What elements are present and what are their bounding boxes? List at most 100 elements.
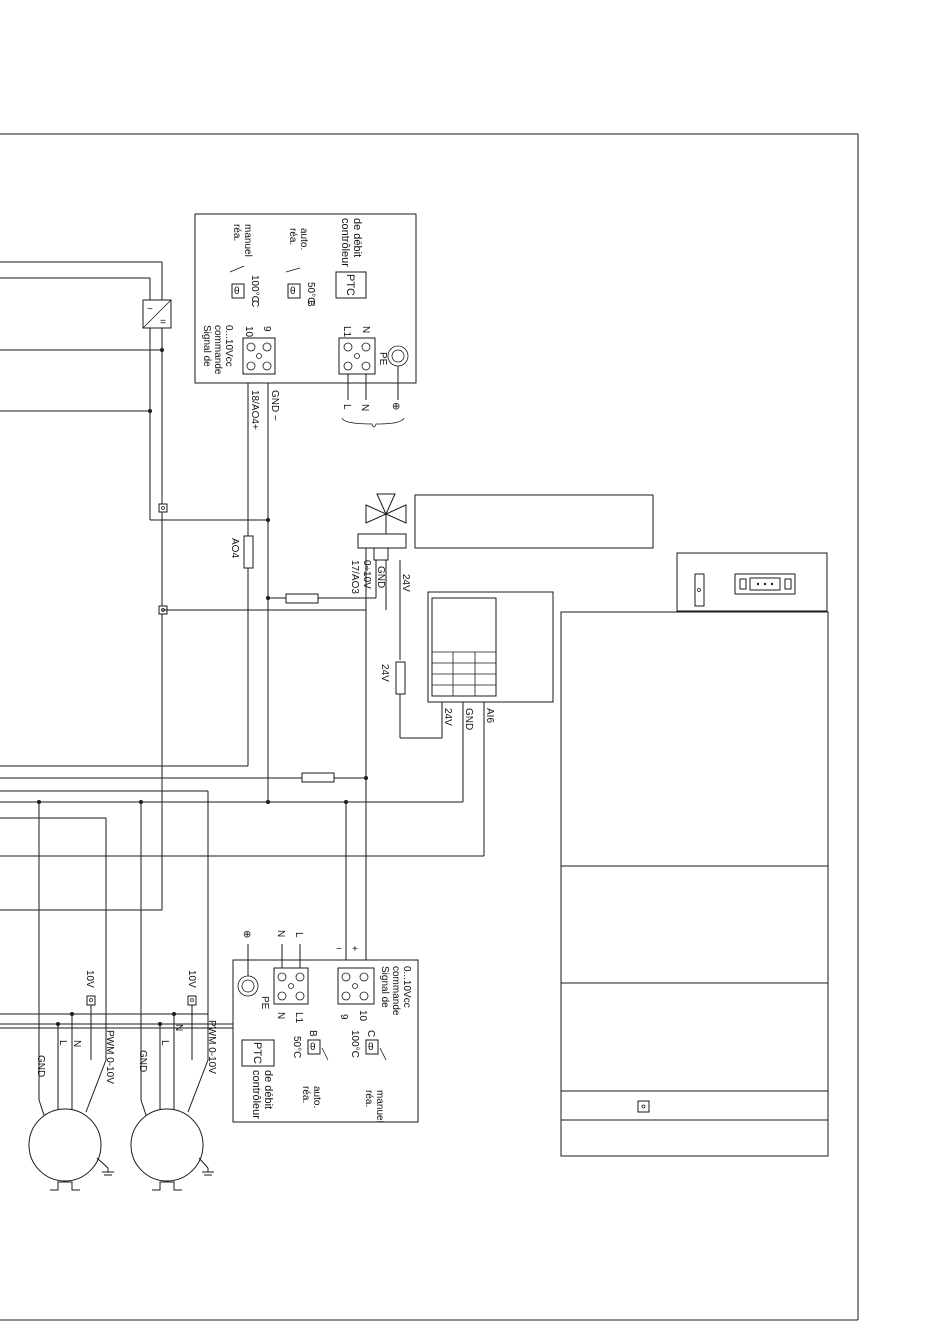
temp-auto-top: 50°C bbox=[305, 282, 316, 304]
v24-fuse-label: 24V bbox=[379, 664, 390, 682]
terminal-n-bottom: N bbox=[275, 1012, 286, 1019]
fuse-horizontal-2 bbox=[301, 772, 335, 783]
module-ai6-label: AI6 bbox=[484, 708, 495, 723]
sig-minus-label-top: GND − bbox=[269, 390, 280, 421]
wire-pe-top: ⊕ bbox=[390, 402, 401, 410]
flow-controller-bottom: ⊕ N L PE N L1 − + 9 10 Signal de command… bbox=[232, 930, 419, 1123]
fan1-n-label: N bbox=[71, 1040, 82, 1047]
auto-reset-label-top-2: auto. bbox=[298, 228, 309, 250]
terminal-n-top: N bbox=[360, 326, 371, 333]
v24-valve-label: 24V bbox=[400, 574, 411, 592]
signal-label-bottom-2: commande bbox=[390, 966, 401, 1016]
fan2-10v-label: 10V bbox=[186, 970, 197, 988]
fan2-l-label: L bbox=[159, 1040, 170, 1046]
manual-reset-label-top-2: manuel bbox=[242, 224, 253, 257]
sig-minus-bottom: − bbox=[336, 944, 342, 955]
fan-1: 10V GND L N PWM 0-10V bbox=[28, 970, 115, 1191]
three-way-valve bbox=[357, 493, 407, 561]
contact-manual-bottom: C bbox=[365, 1030, 376, 1037]
terminal-l1-top: L1 bbox=[341, 326, 352, 338]
manual-reset-label-bottom-2: manuel bbox=[374, 1090, 385, 1123]
wire-n-top: N bbox=[359, 404, 370, 411]
auto-reset-label-bottom-1: réa. bbox=[300, 1086, 311, 1103]
wire-l-top: L bbox=[341, 404, 352, 410]
thermostat-manual-top bbox=[231, 283, 245, 299]
fan-motor-2 bbox=[130, 1108, 204, 1182]
fan-2: 10V GND L N PWM 0-10V bbox=[130, 970, 217, 1191]
terminal-pe-bottom: PE bbox=[259, 996, 270, 1010]
fan-motor-1 bbox=[28, 1108, 102, 1182]
svg-text:θ: θ bbox=[310, 1042, 316, 1053]
temp-manual-bottom: 100°C bbox=[349, 1030, 360, 1058]
right-panel bbox=[560, 552, 829, 1157]
signal-label-bottom-1: Signal de bbox=[379, 966, 390, 1008]
wire-n-bottom: N bbox=[275, 930, 286, 937]
fan1-l-label: L bbox=[57, 1040, 68, 1046]
svg-text:~: ~ bbox=[147, 304, 153, 315]
thermostat-auto-top bbox=[287, 283, 301, 299]
wire-pe-bottom: ⊕ bbox=[241, 930, 252, 938]
auto-reset-label-bottom-2: auto. bbox=[311, 1086, 322, 1108]
signal-label-top-3: 0...10Vcc bbox=[223, 325, 234, 367]
valve-label-box bbox=[414, 494, 654, 549]
signal-label-bottom-3: 0...10Vcc bbox=[401, 966, 412, 1008]
contact-manual-top: C bbox=[249, 300, 260, 307]
module-24v-label: 24V bbox=[442, 708, 453, 726]
outer-frame bbox=[0, 133, 859, 1321]
power-terminal-bottom bbox=[273, 967, 309, 1005]
fan2-gnd-label: GND bbox=[137, 1050, 148, 1072]
contact-auto-top: B bbox=[305, 300, 316, 307]
v010-label: 0÷10V bbox=[361, 560, 372, 589]
ptc-sensor-top bbox=[335, 271, 367, 299]
flow-controller-top: PTC contrôleur de débit réa. auto. θ 50°… bbox=[194, 213, 417, 430]
fuse-24v bbox=[395, 661, 406, 695]
fan1-pwm-label: PWM 0-10V bbox=[104, 1030, 115, 1084]
svg-text:θ: θ bbox=[368, 1042, 374, 1053]
power-terminal-top bbox=[338, 337, 376, 375]
gnd-valve-label: GND bbox=[375, 566, 386, 588]
ptc-label-bottom: PTC bbox=[251, 1042, 263, 1064]
signal-terminal-bottom bbox=[337, 967, 375, 1005]
ptc-sensor-bottom bbox=[241, 1039, 275, 1067]
controller-title-top-1: contrôleur bbox=[339, 218, 351, 267]
sig-plus-bottom: + bbox=[352, 944, 358, 955]
auto-reset-label-top-1: réa. bbox=[287, 228, 298, 245]
svg-text:θ: θ bbox=[290, 286, 296, 297]
terminal-9-bottom: 9 bbox=[338, 1014, 349, 1020]
terminal-pe-top: PE bbox=[377, 352, 388, 366]
valve-actuator bbox=[357, 533, 407, 549]
terminal-9-top: 9 bbox=[261, 326, 272, 332]
terminal-10-top: 10 bbox=[243, 326, 254, 338]
module-gnd-label: GND bbox=[463, 708, 474, 730]
manual-reset-label-top-1: réa. bbox=[231, 224, 242, 241]
signal-label-top-2: commande bbox=[212, 325, 223, 375]
controller-title-top-2: de débit bbox=[351, 218, 363, 257]
sig-plus-label-top: 18/AO4+ bbox=[249, 390, 260, 430]
control-module bbox=[427, 591, 554, 703]
temp-manual-top: 100°C bbox=[249, 275, 260, 303]
fan2-n-label: N bbox=[173, 1024, 184, 1031]
ptc-label-top: PTC bbox=[344, 274, 356, 296]
thermostat-manual-bottom bbox=[365, 1039, 379, 1055]
terminal-10-bottom: 10 bbox=[357, 1010, 368, 1022]
ao4-fuse bbox=[243, 535, 254, 569]
contact-auto-bottom: B bbox=[307, 1030, 318, 1037]
wiring: ~ = AO4 17/AO3 0÷10V GND 24V 24V bbox=[0, 261, 495, 1100]
ao3-label: 17/AO3 bbox=[349, 560, 360, 594]
wire-l-bottom: L bbox=[293, 932, 304, 938]
svg-text:θ: θ bbox=[234, 286, 240, 297]
fuse-horizontal-1 bbox=[285, 593, 319, 604]
controller-title-bottom-2: de débit bbox=[262, 1070, 274, 1109]
fan2-pwm-label: PWM 0-10V bbox=[206, 1020, 217, 1074]
temp-auto-bottom: 50°C bbox=[291, 1036, 302, 1058]
fan1-gnd-label: GND bbox=[35, 1055, 46, 1077]
signal-label-top-1: Signal de bbox=[201, 325, 212, 367]
controller-title-bottom-1: contrôleur bbox=[250, 1070, 262, 1119]
ao4-label: AO4 bbox=[229, 538, 240, 558]
svg-text:=: = bbox=[160, 317, 166, 328]
fan1-10v-label: 10V bbox=[84, 970, 95, 988]
terminal-l1-bottom: L1 bbox=[293, 1012, 304, 1024]
thermostat-auto-bottom bbox=[307, 1039, 321, 1055]
manual-reset-label-bottom-1: réa. bbox=[363, 1090, 374, 1107]
